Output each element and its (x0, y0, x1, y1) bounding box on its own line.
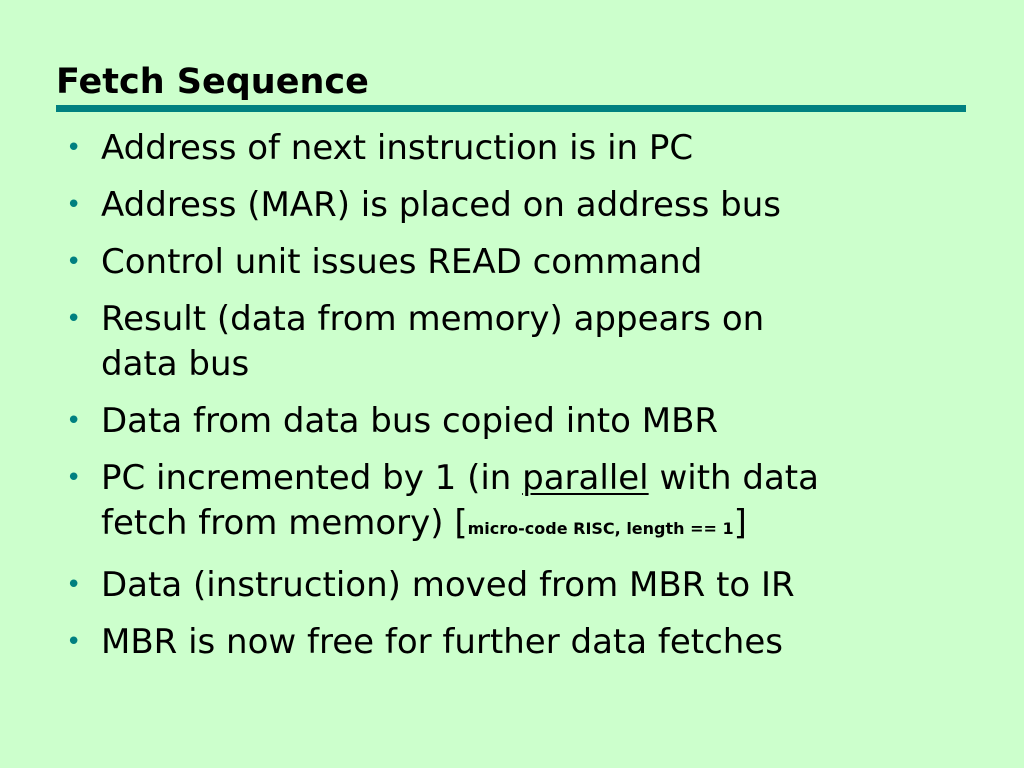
bullet-text-part: with data (648, 458, 819, 498)
bullet-dot-icon: • (66, 463, 82, 493)
bullet-text-part: ] (733, 503, 747, 543)
bullet-text: Address of next instruction is in PC (101, 128, 694, 168)
bullet-dot-icon: • (66, 190, 82, 220)
bullet-item-5: • Data from data bus copied into MBR (66, 399, 986, 444)
bullet-text-part: PC incremented by 1 (in (101, 458, 523, 498)
bullet-dot-icon: • (66, 304, 82, 334)
bullet-item-2: • Address (MAR) is placed on address bus (66, 183, 986, 228)
title-divider (56, 105, 966, 112)
bullet-item-7: • Data (instruction) moved from MBR to I… (66, 563, 986, 608)
inline-note: micro-code RISC, length == 1 (467, 519, 734, 538)
bullet-dot-icon: • (66, 627, 82, 657)
bullet-item-6: • PC incremented by 1 (in parallel with … (66, 456, 986, 551)
bullet-text-continued: data bus (101, 344, 250, 384)
bullet-text: Address (MAR) is placed on address bus (101, 185, 781, 225)
bullet-item-1: • Address of next instruction is in PC (66, 126, 986, 171)
bullet-text: Data (instruction) moved from MBR to IR (101, 565, 795, 605)
bullet-text: Data from data bus copied into MBR (101, 401, 719, 441)
bullet-item-4: • Result (data from memory) appears on d… (66, 297, 986, 387)
bullet-dot-icon: • (66, 406, 82, 436)
bullet-text: MBR is now free for further data fetches (101, 622, 783, 662)
bullet-dot-icon: • (66, 247, 82, 277)
bullet-text-continued: fetch from memory) [micro-code RISC, len… (101, 501, 986, 551)
bullet-dot-icon: • (66, 570, 82, 600)
underlined-word: parallel (522, 458, 649, 498)
bullet-item-3: • Control unit issues READ command (66, 240, 986, 285)
bullet-item-8: • MBR is now free for further data fetch… (66, 620, 986, 665)
bullet-text: Control unit issues READ command (101, 242, 703, 282)
bullet-list: • Address of next instruction is in PC •… (66, 126, 986, 677)
bullet-text: Result (data from memory) appears on (101, 299, 765, 339)
bullet-text: PC incremented by 1 (in parallel with da… (101, 456, 986, 501)
bullet-dot-icon: • (66, 133, 82, 163)
bullet-text-part: fetch from memory) [ (101, 503, 468, 543)
slide-title: Fetch Sequence (56, 62, 369, 102)
